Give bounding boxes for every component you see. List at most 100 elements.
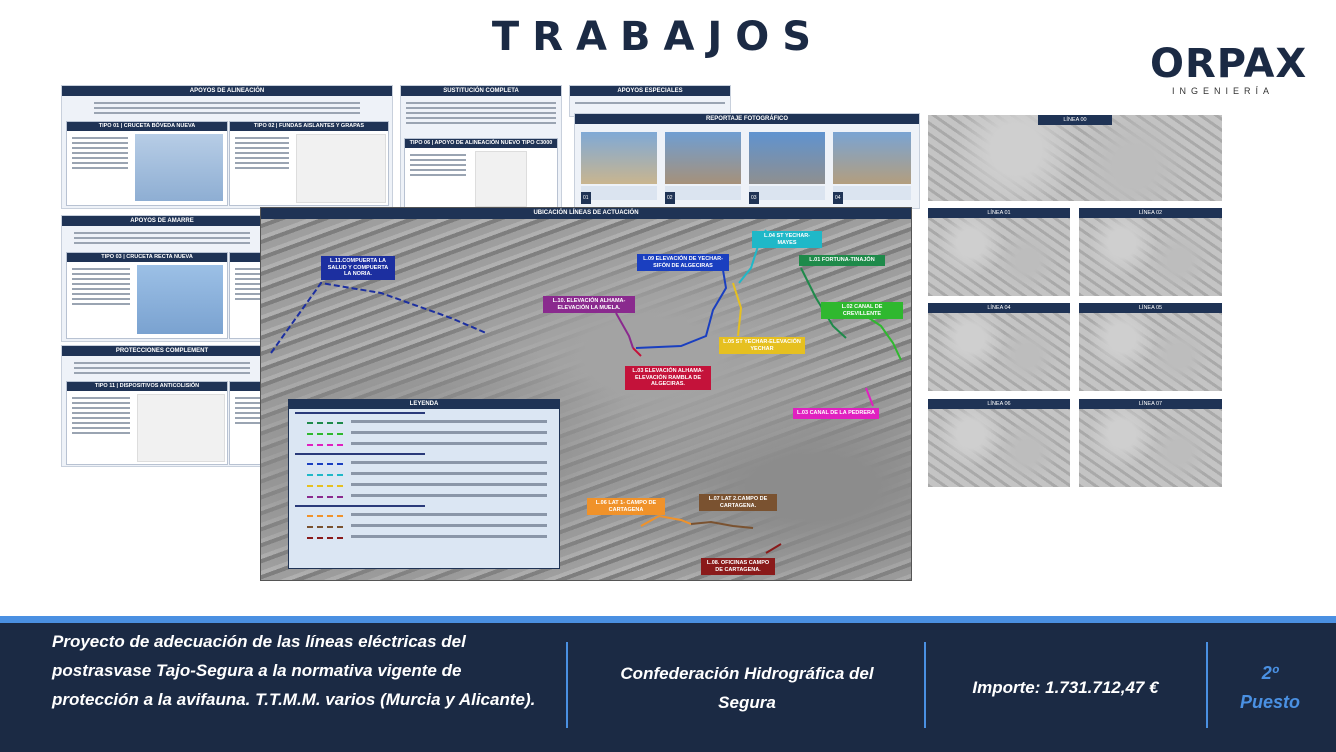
aerial-linea-04: LÍNEA 04 — [928, 303, 1070, 391]
panel-protecciones: PROTECCIONES COMPLEMENT TIPO 11 | DISPOS… — [61, 345, 263, 467]
photo-tower — [135, 134, 223, 201]
aerial-linea-00: LÍNEA 00 — [928, 115, 1222, 201]
panel-sustitucion-title: SUSTITUCIÓN COMPLETA — [401, 86, 561, 96]
footer-project: Proyecto de adecuación de las líneas elé… — [52, 632, 536, 709]
aerial-linea-02: LÍNEA 02 — [1079, 208, 1222, 296]
report-number-4: 04 — [833, 192, 843, 204]
logo-subtitle: INGENIERÍA — [1172, 86, 1275, 96]
amarre-tipo03-title: TIPO 03 | CRUCETA RECTA NUEVA — [67, 253, 227, 262]
map-legend: LEYENDA — [288, 399, 560, 569]
sustitucion-tipo06: TIPO 06 | APOYO DE ALINEACIÓN NUEVO TIPO… — [404, 138, 558, 208]
protecciones-tipo11-title: TIPO 11 | DISPOSITIVOS ANTICOLISIÓN — [67, 382, 227, 391]
photo-report-3 — [749, 132, 825, 184]
alineacion-tipo01-title: TIPO 01 | CRUCETA BÓVEDA NUEVA — [67, 122, 227, 131]
report-number-1: 01 — [581, 192, 591, 204]
diagram-c3000 — [475, 151, 527, 207]
panel-amarre: APOYOS DE AMARRE TIPO 03 | CRUCETA RECTA… — [61, 215, 263, 342]
legend-swatch-7 — [307, 496, 343, 498]
map-label-l07: L.07 LAT 2.CAMPO DE CARTAGENA. — [699, 494, 777, 511]
map-label-l11: L.11.COMPUERTA LA SALUD Y COMPUERTA LA N… — [321, 256, 395, 280]
panel-especiales: APOYOS ESPECIALES — [569, 85, 731, 117]
legend-swatch-3 — [307, 444, 343, 446]
legend-swatch-6 — [307, 485, 343, 487]
legend-swatch-10 — [307, 537, 343, 539]
map-label-l09: L.09 ELEVACIÓN DE YECHAR-SIFÓN DE ALGECI… — [637, 254, 729, 271]
map-title: UBICACIÓN LÍNEAS DE ACTUACIÓN — [261, 208, 911, 219]
panel-alineacion-title: APOYOS DE ALINEACIÓN — [62, 86, 392, 96]
legend-swatch-1 — [307, 422, 343, 424]
map-label-l05: L.05 ST YECHAR-ELEVACIÓN YECHAR — [719, 337, 805, 354]
report-number-3: 03 — [749, 192, 759, 204]
aerial-linea-07-title: LÍNEA 07 — [1079, 399, 1222, 409]
legend-swatch-5 — [307, 474, 343, 476]
legend-swatch-4 — [307, 463, 343, 465]
panel-amarre-title: APOYOS DE AMARRE — [62, 216, 262, 226]
map-label-l03b: L.03 CANAL DE LA PEDRERA — [793, 408, 879, 419]
route-l08 — [765, 543, 782, 554]
aerial-linea-00-title: LÍNEA 00 — [1038, 115, 1112, 125]
photo-report-4 — [833, 132, 911, 184]
protecciones-tipo12 — [229, 381, 262, 465]
sustitucion-tipo06-title: TIPO 06 | APOYO DE ALINEACIÓN NUEVO TIPO… — [405, 139, 557, 148]
legend-title: LEYENDA — [289, 400, 559, 409]
alineacion-tipo02-title: TIPO 02 | FUNDAS AISLANTES Y GRAPAS — [230, 122, 388, 131]
footer-separator-2 — [924, 642, 926, 728]
aerial-linea-06: LÍNEA 06 — [928, 399, 1070, 487]
footer: Proyecto de adecuación de las líneas elé… — [0, 623, 1336, 752]
panel-reportaje: REPORTAJE FOTOGRÁFICO 01 02 03 04 — [574, 113, 920, 209]
footer-accent-line — [0, 616, 1336, 623]
map-label-l06: L.06 LAT 1- CAMPO DE CARTAGENA — [587, 498, 665, 515]
panel-protecciones-title: PROTECCIONES COMPLEMENT — [62, 346, 262, 356]
aerial-linea-06-title: LÍNEA 06 — [928, 399, 1070, 409]
footer-separator-3 — [1206, 642, 1208, 728]
route-l10 — [615, 312, 634, 349]
route-l09 — [635, 269, 728, 349]
diagram-anticollision — [137, 394, 225, 462]
map-label-l01: L.01 FORTUNA-TINAJÓN — [799, 255, 885, 266]
map-label-l03: L.03 ELEVACIÓN ALHAMA-ELEVACIÓN RAMBLA D… — [625, 366, 711, 390]
route-l05 — [732, 282, 743, 337]
map-routes — [270, 229, 902, 554]
orpax-logo: ORPAX INGENIERÍA — [1150, 40, 1308, 96]
amarre-tipo03: TIPO 03 | CRUCETA RECTA NUEVA — [66, 252, 228, 339]
route-l06 — [640, 514, 692, 527]
panel-sustitucion: SUSTITUCIÓN COMPLETA TIPO 06 | APOYO DE … — [400, 85, 562, 209]
footer-rank-number: 2º — [1261, 663, 1279, 683]
map-label-l02: L.02 CANAL DE CREVILLENTE — [821, 302, 903, 319]
legend-swatch-2 — [307, 433, 343, 435]
map-label-l10: L.10. ELEVACIÓN ALHAMA-ELEVACIÓN LA MUEL… — [543, 296, 635, 313]
route-l03b — [865, 387, 874, 407]
panel-reportaje-title: REPORTAJE FOTOGRÁFICO — [575, 114, 919, 124]
footer-amount: Importe: 1.731.712,47 € — [972, 678, 1159, 697]
legend-swatch-8 — [307, 515, 343, 517]
protecciones-tipo11: TIPO 11 | DISPOSITIVOS ANTICOLISIÓN — [66, 381, 228, 465]
aerial-linea-01-title: LÍNEA 01 — [928, 208, 1070, 218]
page-title: TRABAJOS — [491, 14, 825, 60]
panel-especiales-title: APOYOS ESPECIALES — [570, 86, 730, 96]
report-number-2: 02 — [665, 192, 675, 204]
photo-report-1 — [581, 132, 657, 184]
map-label-l04: L.04 ST YECHAR-MAYES — [752, 231, 822, 248]
map-label-l08: L.08. OFICINAS CAMPO DE CARTAGENA. — [701, 558, 775, 575]
diagram-insulator — [296, 134, 386, 203]
footer-separator-1 — [566, 642, 568, 728]
aerial-linea-02-title: LÍNEA 02 — [1079, 208, 1222, 218]
aerial-linea-07: LÍNEA 07 — [1079, 399, 1222, 487]
route-l07 — [690, 520, 754, 529]
footer-rank-label: Puesto — [1239, 692, 1300, 712]
aerial-linea-01: LÍNEA 01 — [928, 208, 1070, 296]
panel-alineacion: APOYOS DE ALINEACIÓN TIPO 01 | CRUCETA B… — [61, 85, 393, 209]
alineacion-tipo02: TIPO 02 | FUNDAS AISLANTES Y GRAPAS — [229, 121, 389, 206]
alineacion-tipo01: TIPO 01 | CRUCETA BÓVEDA NUEVA — [66, 121, 228, 206]
aerial-linea-05: LÍNEA 05 — [1079, 303, 1222, 391]
logo-word: ORPAX — [1150, 41, 1308, 87]
aerial-linea-04-title: LÍNEA 04 — [928, 303, 1070, 313]
photo-crossarm — [137, 265, 223, 334]
legend-swatch-9 — [307, 526, 343, 528]
route-l03 — [632, 347, 642, 357]
footer-client: Confederación Hidrográfica del Segura — [620, 664, 874, 712]
aerial-linea-05-title: LÍNEA 05 — [1079, 303, 1222, 313]
amarre-tipo04 — [229, 252, 262, 339]
route-l11 — [270, 281, 487, 354]
photo-report-2 — [665, 132, 741, 184]
